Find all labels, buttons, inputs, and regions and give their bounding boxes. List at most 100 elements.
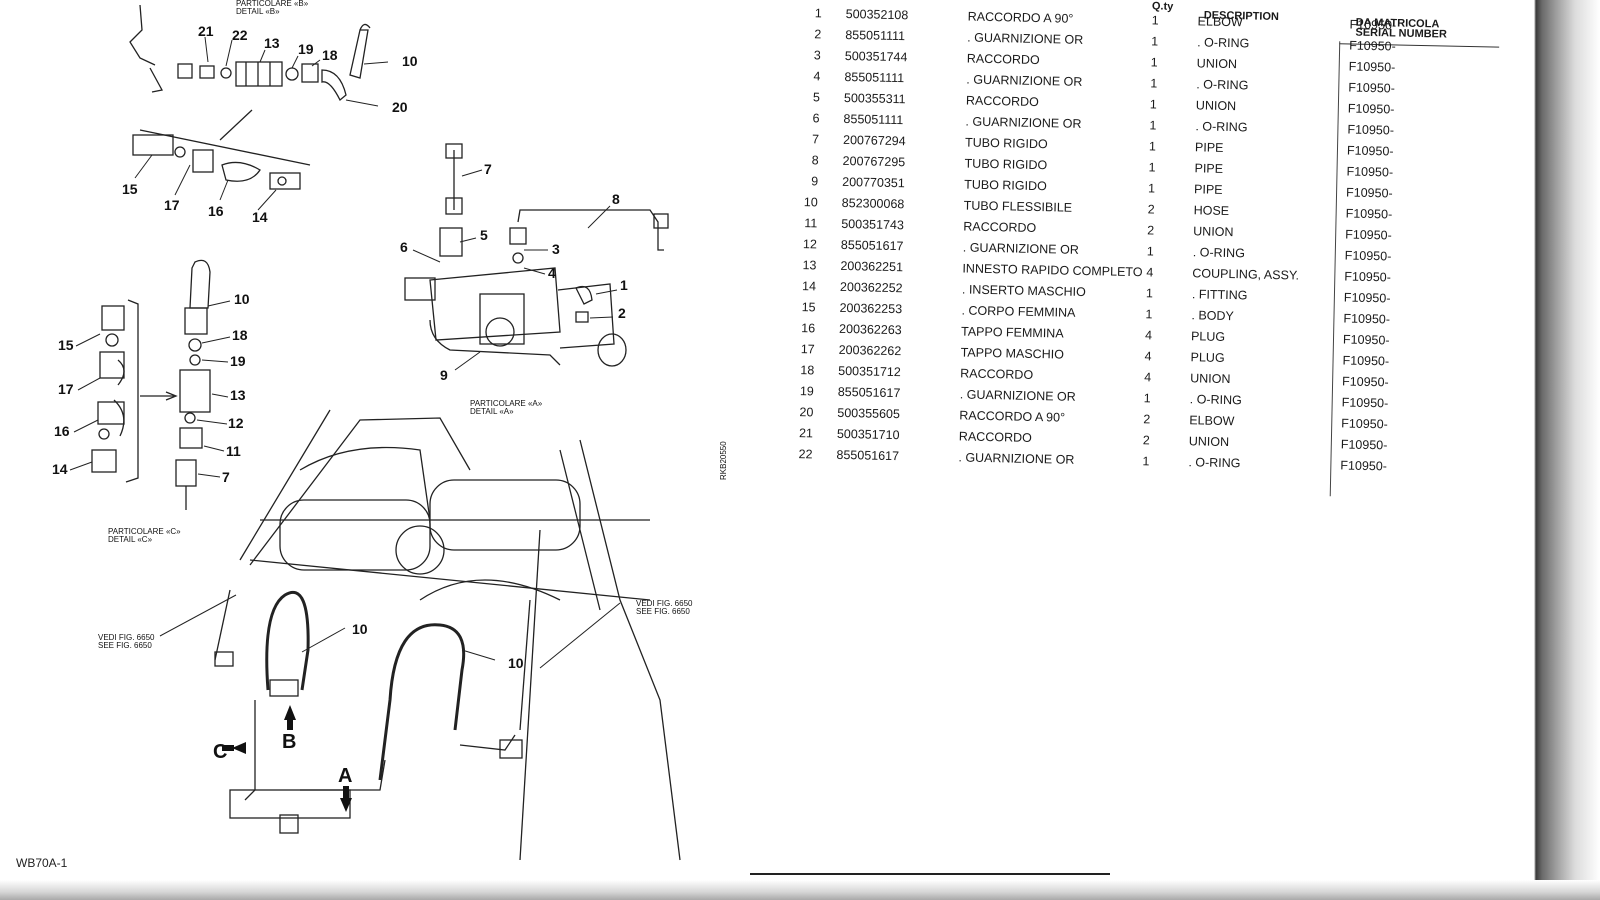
callout-11-c: 11 <box>226 443 241 459</box>
callout-19-b: 19 <box>298 41 314 57</box>
cell-it: RACCORDO <box>963 219 1037 235</box>
callout-13-c: 13 <box>230 387 246 403</box>
cell-no: 1 <box>814 6 822 21</box>
cell-it: . GUARNIZIONE OR <box>958 450 1075 467</box>
cell-code: 855051617 <box>836 447 900 464</box>
cell-it: . GUARNIZIONE OR <box>967 30 1084 47</box>
cell-code: 500351710 <box>836 426 900 443</box>
cell-code: 200362253 <box>839 300 903 317</box>
cell-qty: 2 <box>1143 412 1151 427</box>
cell-en: PIPE <box>1194 161 1224 176</box>
cell-it: . CORPO FEMMINA <box>961 303 1076 320</box>
cell-it: . GUARNIZIONE OR <box>965 114 1082 131</box>
cell-code: 855051111 <box>845 27 906 44</box>
cell-no: 7 <box>811 132 820 147</box>
cell-no: 10 <box>803 195 818 210</box>
cell-it: RACCORDO A 90° <box>967 9 1074 26</box>
marker-a: A <box>338 765 352 787</box>
cell-qty: 4 <box>1146 265 1154 280</box>
cell-no: 17 <box>800 342 815 357</box>
callout-16-c: 16 <box>54 423 70 439</box>
page-footer-code: WB70A-1 <box>16 856 68 870</box>
cell-serial: F10950- <box>1348 59 1396 75</box>
cell-qty: 1 <box>1143 391 1151 406</box>
cell-serial: F10950- <box>1349 17 1397 33</box>
callout-17-b: 17 <box>164 197 180 213</box>
cell-qty: 4 <box>1144 328 1153 343</box>
cell-en: PLUG <box>1190 329 1226 344</box>
cell-en: PIPE <box>1194 140 1224 155</box>
cell-serial: F10950- <box>1342 332 1390 348</box>
cell-en: . O-RING <box>1189 392 1242 408</box>
cell-no: 4 <box>813 69 821 84</box>
callout-13-b: 13 <box>264 35 280 51</box>
callout-15-c: 15 <box>58 337 74 353</box>
cell-serial: F10950- <box>1345 206 1393 222</box>
cell-it: . GUARNIZIONE OR <box>959 387 1076 404</box>
cell-serial: F10950- <box>1347 101 1395 117</box>
callout-5-a: 5 <box>480 227 488 243</box>
cell-en: . O-RING <box>1197 35 1250 51</box>
cell-qty: 4 <box>1144 370 1152 385</box>
cell-serial: F10950- <box>1348 80 1395 96</box>
cell-code: 500355605 <box>837 405 901 422</box>
cell-it: RACCORDO <box>965 93 1039 110</box>
cell-en: ELBOW <box>1189 413 1235 429</box>
bottom-rule <box>750 873 1110 875</box>
cell-qty: 1 <box>1146 244 1154 259</box>
cell-en: UNION <box>1190 371 1231 387</box>
cell-it: TAPPO FEMMINA <box>960 324 1064 341</box>
callout-14-c: 14 <box>52 461 68 477</box>
page-edge-shadow <box>1500 0 1600 900</box>
cell-it: TAPPO MASCHIO <box>960 345 1065 362</box>
callout-2-a: 2 <box>618 305 626 321</box>
cell-no: 19 <box>799 384 814 399</box>
cell-qty: 1 <box>1142 454 1150 469</box>
cell-code: 200362252 <box>839 279 903 296</box>
cell-it: RACCORDO A 90° <box>959 408 1066 425</box>
callout-7-a: 7 <box>484 161 492 177</box>
cell-no: 11 <box>804 216 818 231</box>
cell-en: . O-RING <box>1188 455 1241 471</box>
callout-12-c: 12 <box>228 415 244 431</box>
detail-b-caption-it: PARTICOLARE «B» <box>236 0 309 8</box>
cell-no: 6 <box>812 111 820 126</box>
detail-a-caption-en: DETAIL «A» <box>470 407 514 416</box>
cell-code: 200362262 <box>838 342 902 359</box>
cell-serial: F10950- <box>1344 269 1392 285</box>
cell-it: . INSERTO MASCHIO <box>961 282 1086 300</box>
cell-en: . BODY <box>1191 308 1234 324</box>
cell-serial: F10950- <box>1344 248 1392 264</box>
cell-no: 13 <box>802 258 817 273</box>
callout-17-c: 17 <box>58 381 74 397</box>
cell-it: RACCORDO <box>958 429 1032 445</box>
cell-code: 200767294 <box>842 132 906 149</box>
cell-qty: 1 <box>1151 13 1159 28</box>
cell-en: UNION <box>1193 224 1234 240</box>
cell-it: RACCORDO <box>960 366 1034 382</box>
cell-qty: 1 <box>1149 118 1157 133</box>
cell-it: TUBO FLESSIBILE <box>963 198 1073 215</box>
cell-qty: 1 <box>1151 34 1159 49</box>
cell-serial: F10950- <box>1340 437 1388 453</box>
cell-code: 500351744 <box>844 48 908 65</box>
cell-qty: 1 <box>1147 181 1156 196</box>
cell-en: COUPLING, ASSY. <box>1192 266 1300 283</box>
cell-code: 200362251 <box>840 258 904 275</box>
cell-serial: F10950- <box>1340 458 1388 474</box>
cell-no: 2 <box>814 27 822 42</box>
cell-en: PIPE <box>1193 182 1223 197</box>
callout-16-b: 16 <box>208 203 224 219</box>
cell-code: 855051617 <box>840 237 904 254</box>
cell-serial: F10950- <box>1346 164 1394 180</box>
cell-qty: 4 <box>1144 349 1152 364</box>
cell-qty: 1 <box>1145 307 1153 322</box>
cell-en: UNION <box>1196 56 1238 72</box>
detail-b-caption-en: DETAIL «B» <box>236 7 280 16</box>
page-bottom-shadow <box>0 880 1600 900</box>
qty-header: Q.ty <box>1151 0 1174 13</box>
callout-21: 21 <box>198 23 214 39</box>
cell-qty: 1 <box>1148 139 1157 154</box>
cell-qty: 1 <box>1150 55 1158 70</box>
